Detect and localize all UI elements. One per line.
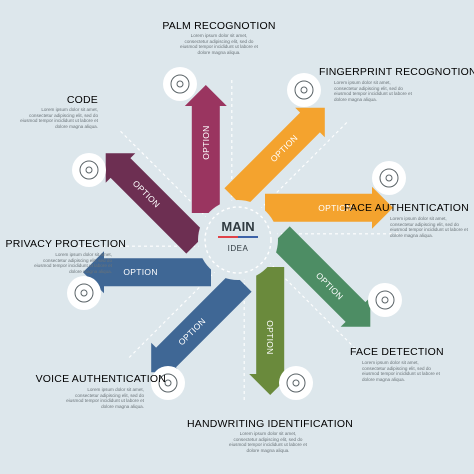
item-title-face-detection: FACE DETECTION — [350, 346, 444, 358]
item-title-privacy: PRIVACY PROTECTION — [5, 238, 126, 250]
icon-circle-bg — [163, 67, 197, 101]
face-scan-icon — [372, 161, 406, 195]
option-arrow-4: OPTION — [269, 226, 371, 327]
arrow-body — [105, 153, 207, 254]
item-desc-fingerprint: Lorem ipsum dolor sit amet, consectetur … — [334, 80, 412, 102]
arrow-body — [224, 107, 325, 209]
voice-icon — [151, 366, 185, 400]
center-hub: MAIN IDEA — [198, 200, 278, 280]
option-arrow-6: OPTION — [151, 271, 252, 373]
item-desc-code: Lorem ipsum dolor sit amet, consectetur … — [20, 107, 98, 129]
icon-glyph-core — [292, 379, 300, 387]
icon-glyph-core — [385, 174, 393, 182]
item-title-face-auth: FACE AUTHENTICATION — [344, 202, 469, 214]
icon-glyph-core — [381, 296, 389, 304]
arrow-label: OPTION — [201, 125, 211, 159]
icon-circles — [67, 67, 406, 400]
shield-icon — [67, 276, 101, 310]
icon-glyph-ring — [286, 373, 306, 393]
icon-glyph-core — [176, 80, 184, 88]
item-title-voice: VOICE AUTHENTICATION — [35, 373, 166, 385]
handwriting-icon — [279, 366, 313, 400]
icon-glyph-core — [85, 166, 93, 174]
item-title-fingerprint: FINGERPRINT RECOGNOTION — [319, 66, 474, 78]
palm-icon — [163, 67, 197, 101]
main-label: MAIN — [221, 219, 254, 234]
icon-glyph-core — [80, 289, 88, 297]
arrow-body — [269, 226, 371, 327]
icon-glyph-ring — [294, 80, 314, 100]
arrow-label: OPTION — [123, 267, 157, 277]
icon-circle-bg — [372, 161, 406, 195]
arrow-body — [265, 186, 393, 229]
arrow-body — [249, 267, 292, 395]
center-circle — [198, 200, 278, 280]
item-title-code: CODE — [66, 94, 98, 106]
option-arrow-5: OPTION — [249, 267, 292, 395]
option-arrow-3: OPTION — [265, 186, 393, 229]
option-arrow-2: OPTION — [224, 107, 325, 209]
item-desc-face-auth: Lorem ipsum dolor sit amet, consectetur … — [390, 216, 468, 238]
item-desc-face-detection: Lorem ipsum dolor sit amet, consectetur … — [362, 360, 440, 382]
icon-glyph-ring — [74, 283, 94, 303]
icon-circle-bg — [287, 73, 321, 107]
arrow-label: OPTION — [318, 203, 352, 213]
arrow-body — [184, 85, 227, 213]
item-title-palm: PALM RECOGNOTION — [162, 20, 276, 32]
fingerprint-icon — [287, 73, 321, 107]
item-desc-palm: Lorem ipsum dolor sit amet, consectetur … — [180, 33, 258, 55]
center-dashed-ring — [204, 206, 272, 274]
icon-circle-bg — [368, 283, 402, 317]
icon-circle-bg — [67, 276, 101, 310]
icon-glyph-ring — [379, 168, 399, 188]
code-keypad-icon — [72, 153, 106, 187]
icon-circle-bg — [279, 366, 313, 400]
item-desc-privacy: Lorem ipsum dolor sit amet, consectetur … — [34, 252, 112, 274]
arrow-body — [83, 251, 211, 294]
icon-glyph-ring — [158, 373, 178, 393]
item-desc-handwriting: Lorem ipsum dolor sit amet, consectetur … — [229, 431, 307, 453]
icon-glyph-ring — [79, 160, 99, 180]
icon-glyph-ring — [170, 74, 190, 94]
arrow-label: OPTION — [265, 320, 275, 354]
icon-glyph-core — [164, 379, 172, 387]
underline-blue — [238, 236, 258, 238]
item-title-handwriting: HANDWRITING IDENTIFICATION — [187, 418, 353, 430]
option-arrow-1: OPTION — [184, 85, 227, 213]
item-desc-voice: Lorem ipsum dolor sit amet, consectetur … — [66, 387, 144, 409]
icon-circle-bg — [151, 366, 185, 400]
icon-glyph-core — [300, 86, 308, 94]
face-icon — [368, 283, 402, 317]
arrow-body — [151, 271, 252, 373]
icon-glyph-ring — [375, 290, 395, 310]
idea-label: IDEA — [228, 244, 249, 253]
underline-red — [218, 236, 238, 238]
option-arrow-7: OPTION — [83, 251, 211, 294]
icon-circle-bg — [72, 153, 106, 187]
